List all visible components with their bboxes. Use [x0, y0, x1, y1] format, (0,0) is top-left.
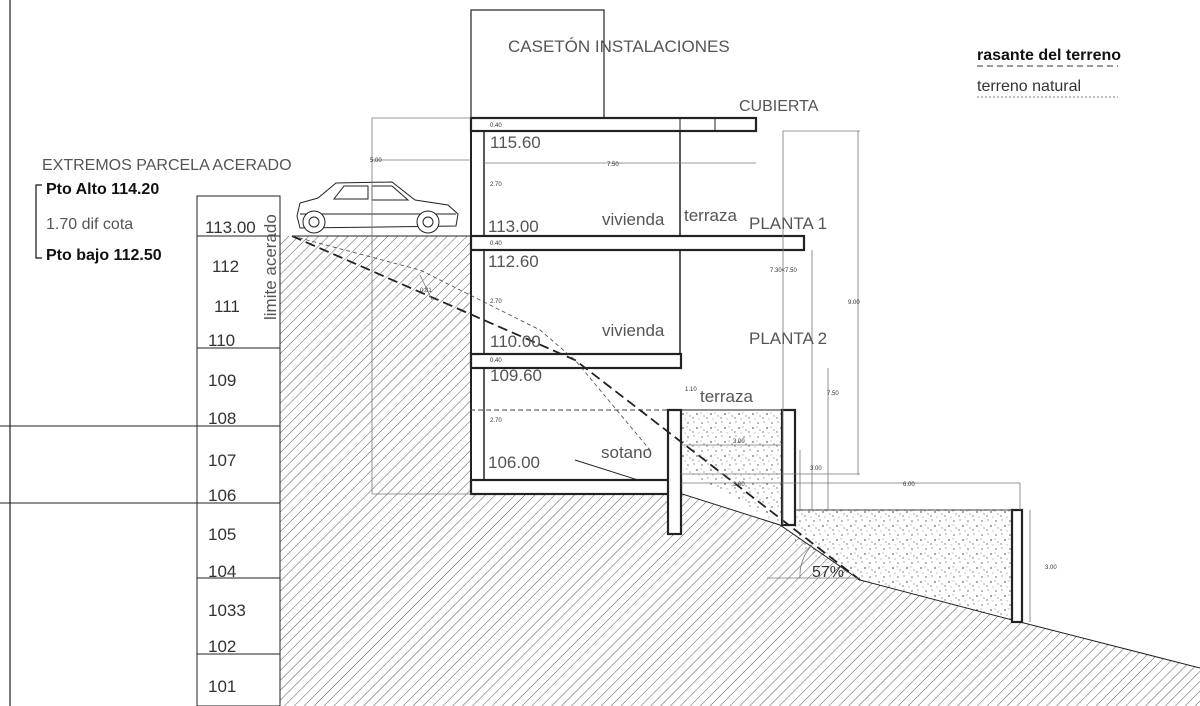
level-label: 112.60 [488, 252, 539, 271]
scale-label: 109 [208, 371, 236, 390]
dim-label: 0.40 [490, 241, 502, 247]
scale-label: 111 [214, 297, 240, 316]
level-label: 106.00 [488, 453, 540, 472]
building-mask [470, 118, 680, 494]
level-label: 109.60 [490, 366, 542, 385]
gravel-fill-terrace [668, 410, 795, 525]
dim-label: 7.30<7.50 [770, 268, 798, 274]
dim-label: 2.70 [490, 182, 502, 188]
scale-label: 112 [212, 257, 239, 276]
elevation-bracket [35, 184, 42, 259]
building-section [469, 116, 1024, 624]
dim-label: 5.00 [370, 158, 382, 164]
terraza-1-label: terraza [684, 206, 737, 225]
scale-label: 105 [208, 525, 236, 544]
scale-label: 1033 [208, 601, 246, 620]
dif-cota-label: 1.70 dif cota [46, 216, 133, 233]
dim-label: 7.50 [827, 391, 839, 397]
level-label: 110.00 [490, 332, 541, 351]
dim-label: 3.00 [1045, 565, 1057, 571]
legend-natural: terreno natural [977, 78, 1081, 95]
scale-label: 101 [208, 677, 236, 696]
rasante-dashed-line [291, 235, 861, 581]
pto-bajo-label: Pto bajo 112.50 [46, 247, 162, 264]
dim-label: 1.10 [685, 387, 697, 393]
dimension-lines [371, 117, 1031, 622]
natural-dashed-line [291, 235, 651, 451]
vivienda-1-label: vivienda [602, 210, 665, 229]
dim-label: 3.00 [733, 439, 745, 445]
dim-label: 2.70 [490, 299, 502, 305]
scale-label: 106 [208, 486, 236, 505]
sotano-label: sotano [601, 443, 652, 462]
caseton-box [470, 9, 605, 119]
planta-1-label: PLANTA 1 [749, 214, 827, 233]
terrain-hatched-fill [280, 236, 1200, 706]
extremos-parcela-label: EXTREMOS PARCELA ACERADO [42, 157, 292, 174]
limite-acerado-label: limite acerado [261, 214, 280, 320]
scale-label: 113.00 [205, 218, 256, 237]
terraza-2-label: terraza [700, 387, 753, 406]
dim-label: 0.81 [420, 288, 432, 294]
scale-label: 110 [208, 331, 235, 350]
cubierta-label: CUBIERTA [739, 98, 819, 115]
slope-label: 57% [812, 564, 844, 581]
scale-label: 108 [208, 409, 236, 428]
level-label: 113.00 [488, 217, 539, 236]
dim-label: 7.50 [607, 162, 619, 168]
scale-label: 102 [208, 637, 236, 656]
planta-2-label: PLANTA 2 [749, 329, 827, 348]
level-label: 115.60 [490, 133, 541, 152]
dim-label: 0.40 [490, 123, 502, 129]
legend-rasante: rasante del terreno [977, 47, 1121, 64]
dim-label: 3.00 [733, 482, 745, 488]
caseton-title: CASETÓN INSTALACIONES [508, 37, 730, 56]
scale-label: 104 [208, 562, 236, 581]
dim-label: 9.00 [848, 300, 860, 306]
dim-label: 0.40 [490, 358, 502, 364]
gravel-fill-lower [795, 510, 1020, 622]
elevation-scale [0, 195, 281, 706]
vivienda-2-label: vivienda [602, 321, 665, 340]
car-drawing [296, 181, 459, 234]
pto-alto-label: Pto Alto 114.20 [46, 181, 159, 198]
scale-label: 107 [208, 451, 236, 470]
dim-label: 6.00 [903, 482, 915, 488]
dim-label: 3.00 [810, 466, 822, 472]
dim-label: 2.70 [490, 418, 502, 424]
